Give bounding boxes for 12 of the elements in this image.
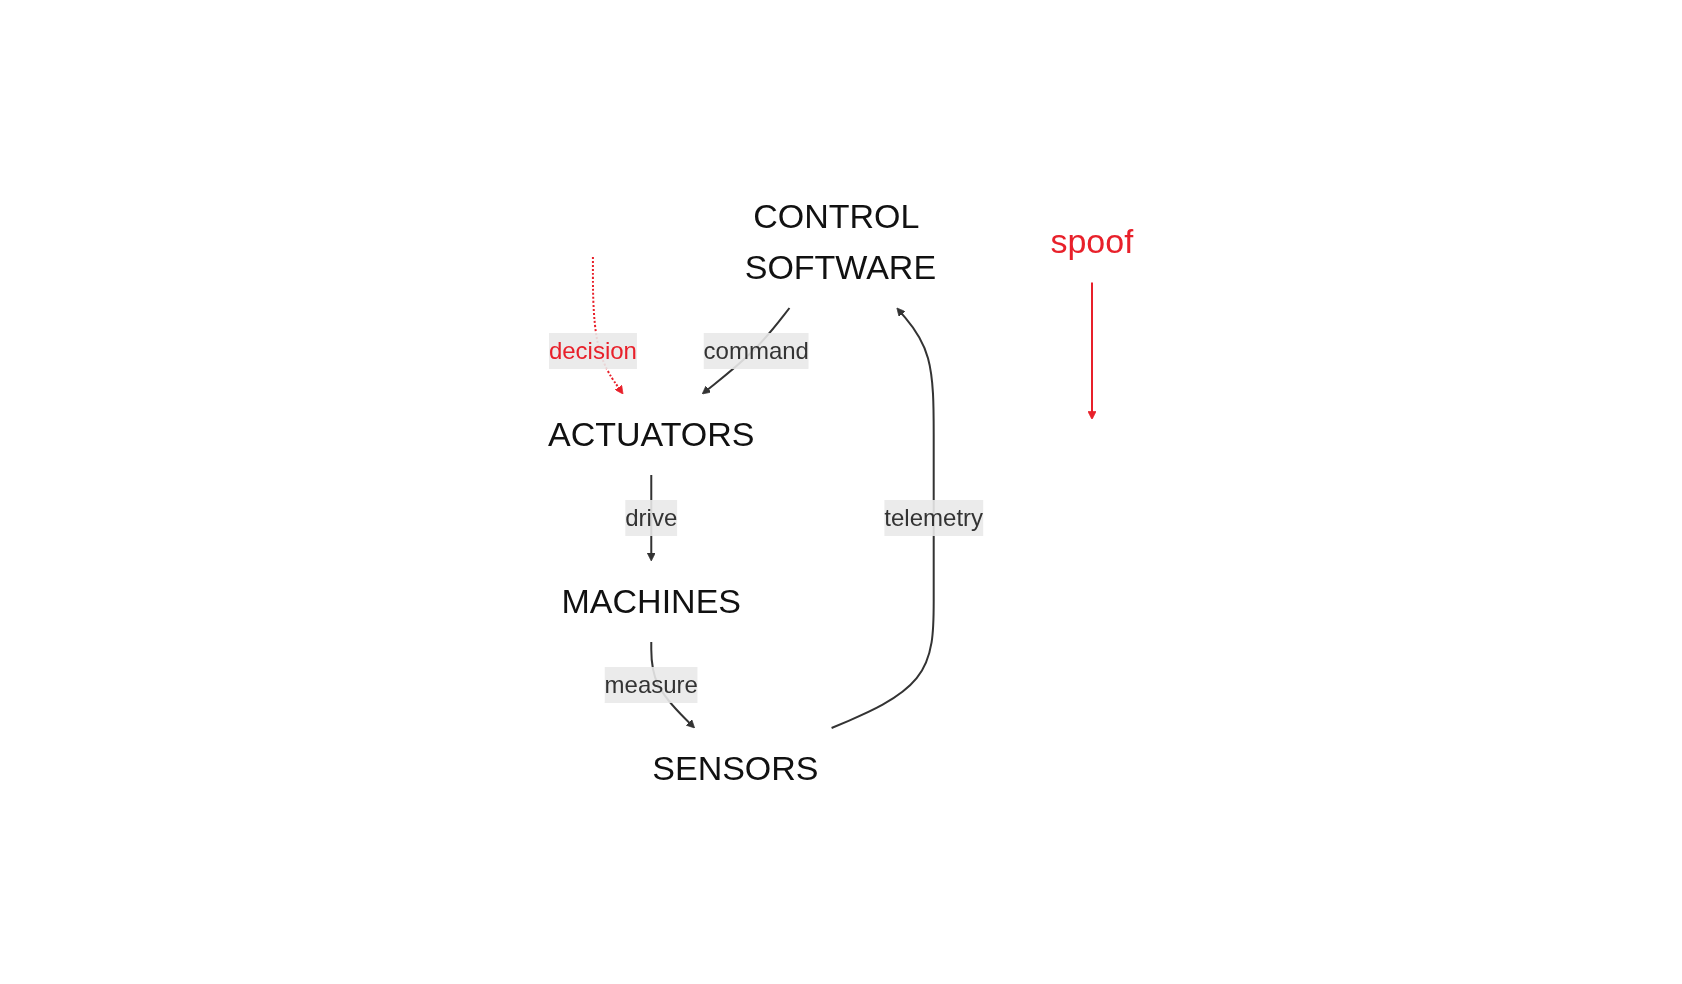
node-text: ACTUATORS <box>548 414 755 453</box>
arrow <box>830 307 935 729</box>
node-text: CONTROL SOFTWARE <box>744 196 937 286</box>
arrow <box>1087 281 1097 420</box>
edge-label: drive <box>625 503 678 531</box>
edge-label: command <box>703 336 810 364</box>
edge-label: decision <box>549 336 638 364</box>
edge-label: telemetry <box>884 503 984 531</box>
node-text: spoof <box>1050 222 1134 260</box>
node-text: SENSORS <box>652 748 819 787</box>
edge-label: measure <box>604 670 699 698</box>
node-text: MACHINES <box>561 581 742 620</box>
